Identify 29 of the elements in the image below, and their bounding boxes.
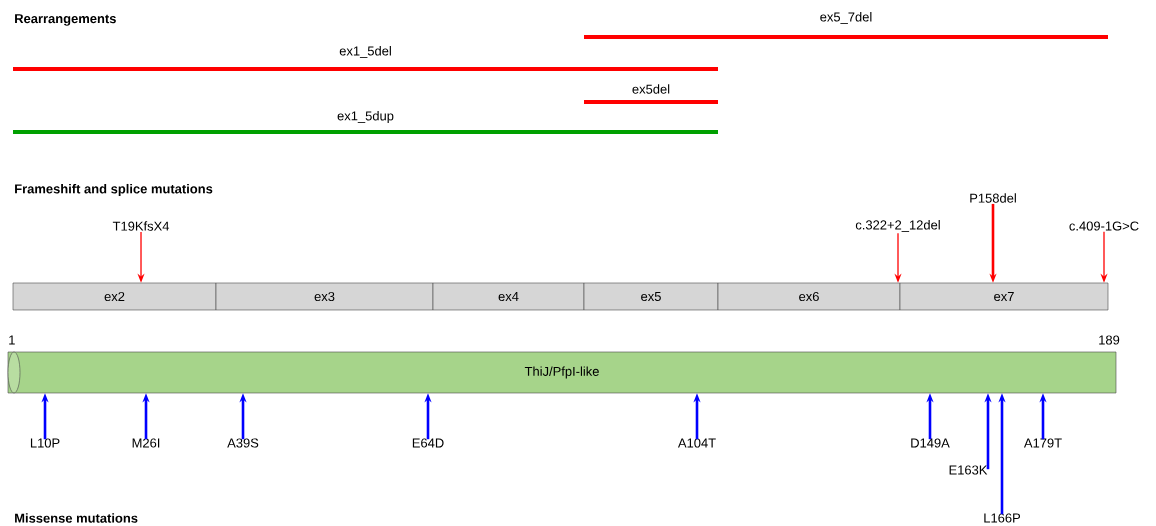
mutation-label: E163K (949, 465, 988, 475)
mutation-label: L10P (30, 438, 60, 448)
exon-box: ex7 (899, 282, 1109, 311)
section-heading: Missense mutations (15, 513, 138, 523)
position-number: 1 (9, 335, 15, 345)
rearrangement-bar: ex5del (584, 84, 718, 104)
mutation-label: c.322+2_12del (855, 220, 940, 232)
mutation-label: A104T (677, 438, 716, 448)
mutation-label: E64D (412, 438, 444, 448)
rearrangement-bar: ex5_7del (584, 12, 1108, 39)
mutation-label: T19KfsX4 (112, 221, 170, 231)
mutation-label: A39S (227, 438, 259, 448)
mutation-label: L166P (984, 513, 1021, 523)
mutation-label: c.409-1G>C (1069, 221, 1139, 231)
rearrangement-bar: ex1_5del (13, 46, 718, 71)
exon-box: ex5 (583, 282, 719, 311)
exon-box: ex4 (432, 282, 585, 311)
rearrangement-bar: ex1_5dup (13, 110, 718, 134)
mutation-label: D149A (911, 438, 950, 448)
mutation-label: P158del (970, 193, 1016, 203)
mutation-label: A179T (1023, 438, 1062, 448)
exon-box: ex2 (12, 282, 217, 311)
section-heading: Rearrangements (15, 14, 116, 26)
protein-cylinder: ThiJ/PfpI-like (7, 351, 1117, 394)
position-number: 189 (1099, 335, 1120, 345)
mutation-label: M26I (132, 438, 160, 448)
section-heading: Frameshift and splice mutations (15, 183, 213, 197)
exon-box: ex6 (717, 282, 901, 311)
exon-box: ex3 (215, 282, 434, 311)
